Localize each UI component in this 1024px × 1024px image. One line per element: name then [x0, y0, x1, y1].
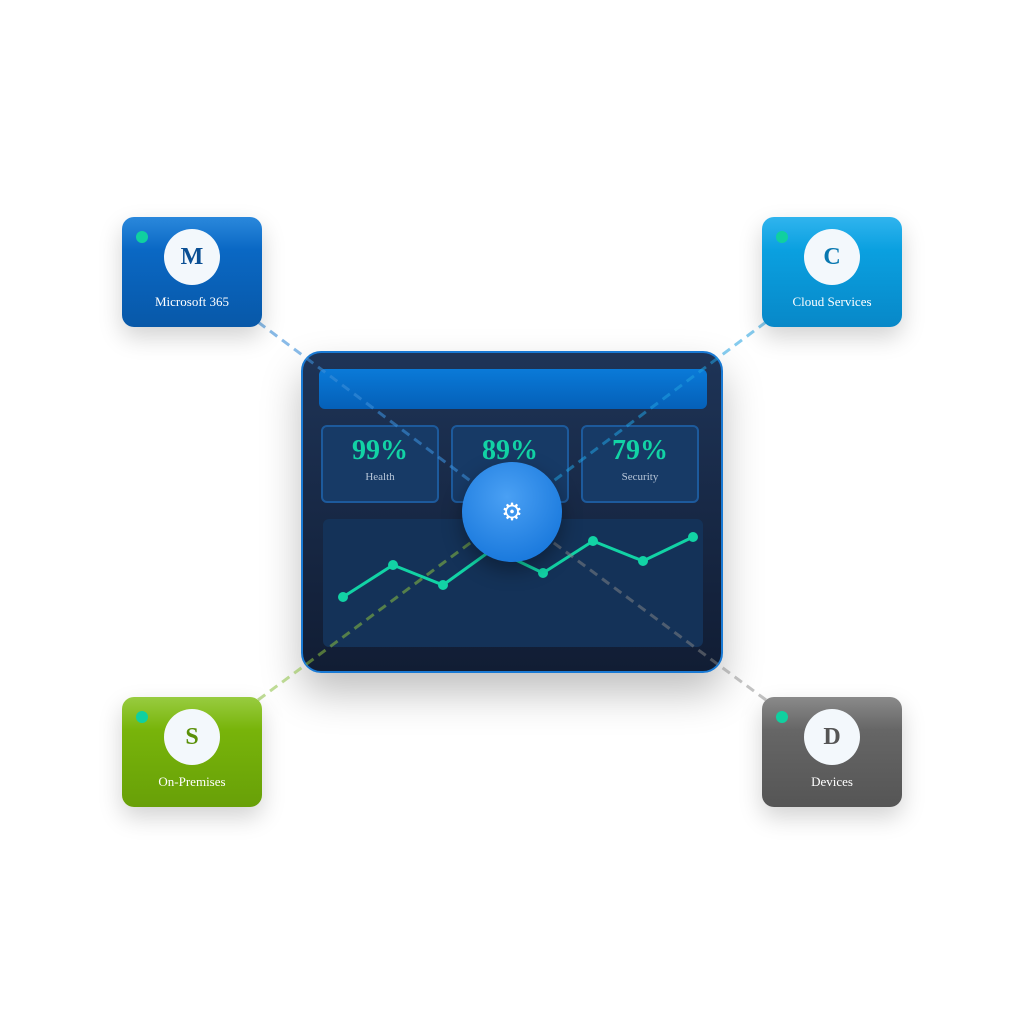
- node-letter-icon: S: [164, 709, 220, 765]
- trend-point: [538, 568, 548, 578]
- node-letter-icon: D: [804, 709, 860, 765]
- central-hub[interactable]: ⚙: [462, 462, 562, 562]
- node-label: Cloud Services: [792, 294, 872, 309]
- trend-point: [338, 592, 348, 602]
- node-cloud-services[interactable]: C Cloud Services: [762, 217, 902, 327]
- node-on-premises[interactable]: S On-Premises: [122, 697, 262, 807]
- node-microsoft365[interactable]: M Microsoft 365: [122, 217, 262, 327]
- stat-label: Health: [365, 471, 395, 483]
- stat-value: 79%: [612, 435, 668, 466]
- node-devices[interactable]: D Devices: [762, 697, 902, 807]
- node-label: Microsoft 365: [154, 294, 230, 309]
- node-label: On-Premises: [158, 774, 226, 789]
- node-letter-icon: C: [804, 229, 860, 285]
- status-dot: [136, 711, 148, 723]
- trend-point: [588, 536, 598, 546]
- dashboard-header-bar: [319, 369, 707, 409]
- stat-label: Security: [621, 471, 659, 483]
- status-dot: [136, 231, 148, 243]
- status-dot: [776, 231, 788, 243]
- gear-icon: ⚙: [501, 499, 523, 526]
- trend-point: [438, 580, 448, 590]
- trend-point: [688, 532, 698, 542]
- trend-point: [388, 560, 398, 570]
- stat-value: 99%: [352, 435, 408, 466]
- status-dot: [776, 711, 788, 723]
- node-letter-icon: M: [164, 229, 220, 285]
- stat-card-security: 79% Security: [581, 425, 699, 503]
- trend-point: [638, 556, 648, 566]
- node-label: Devices: [811, 774, 853, 789]
- stat-card-health: 99% Health: [321, 425, 439, 503]
